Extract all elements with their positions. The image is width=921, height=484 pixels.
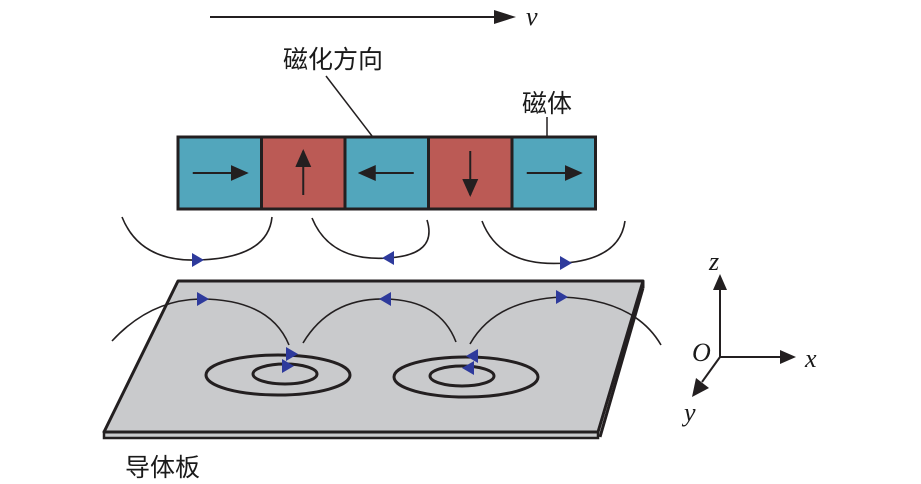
y-axis-arrowhead	[692, 378, 709, 397]
flux-direction-arrow-left	[379, 292, 391, 306]
flux-direction-arrow-right	[282, 359, 294, 373]
flux-direction-arrow-right	[192, 253, 204, 267]
flux-direction-arrow-right	[197, 292, 209, 306]
flux-arc	[481, 220, 626, 265]
x-axis-arrowhead	[780, 350, 796, 364]
y-axis-label: y	[681, 398, 696, 427]
velocity-arrow	[210, 10, 516, 24]
magnet-array	[176, 135, 597, 211]
origin-label: O	[692, 338, 711, 367]
eddy-current-rings	[204, 353, 540, 399]
conductor-plate-label: 导体板	[125, 453, 200, 482]
velocity-label: v	[526, 2, 538, 31]
flux-arc	[121, 216, 273, 261]
flux-direction-arrow-right	[286, 347, 298, 361]
y-axis	[701, 356, 721, 383]
z-axis-arrowhead	[713, 274, 727, 290]
flux-direction-arrow-left	[462, 361, 474, 375]
flux-arc	[311, 217, 430, 260]
conductor-plate	[102, 279, 645, 440]
eddy-ring-outer-right	[392, 355, 540, 399]
flux-direction-arrow-left	[382, 251, 394, 265]
magnet-label: 磁体	[522, 89, 572, 118]
flux-direction-arrow-right	[556, 290, 568, 304]
flux-direction-arrow-right	[560, 256, 572, 270]
eddy-ring-outer-left	[204, 353, 352, 397]
x-axis-label: x	[804, 344, 817, 373]
coordinate-axes	[692, 274, 796, 397]
z-axis-label: z	[708, 247, 719, 276]
magnetization-direction-label: 磁化方向	[283, 45, 383, 74]
flux-direction-arrow-left	[466, 349, 478, 363]
eddy-ring-inner-right	[428, 364, 496, 388]
flux-direction-arrows	[192, 251, 572, 375]
